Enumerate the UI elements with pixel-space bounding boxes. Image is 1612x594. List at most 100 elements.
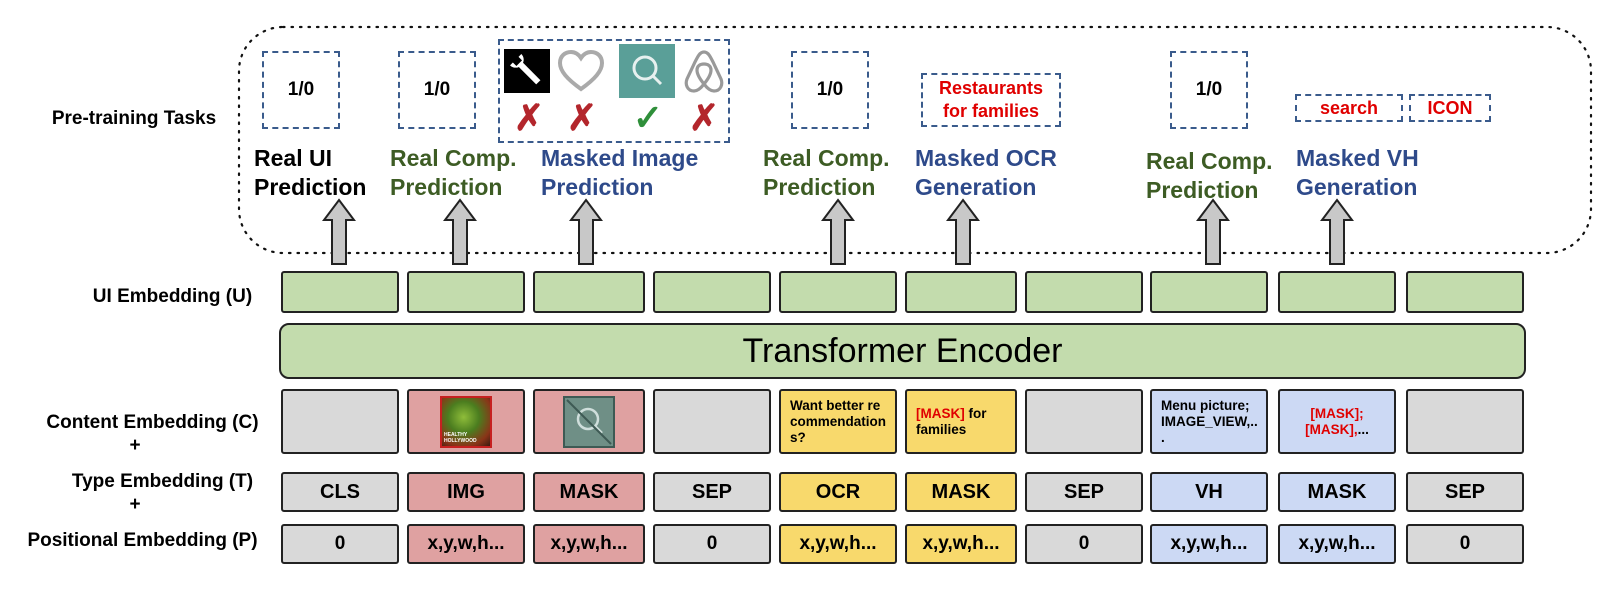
task-line: Masked VH	[1296, 145, 1419, 171]
task-line: Prediction	[390, 174, 503, 200]
type-token: MASK	[905, 472, 1017, 512]
search-icon	[619, 44, 675, 98]
mask-token: [MASK]	[916, 405, 965, 421]
vh-text-rest: ...	[1357, 421, 1369, 437]
encoder-label: Transformer Encoder	[742, 331, 1063, 370]
up-arrow-icon	[569, 198, 603, 265]
wrench-icon	[504, 49, 550, 93]
ui-embedding-token	[1278, 271, 1396, 313]
content-token-ocr: Want better recommendations?	[779, 389, 897, 454]
type-token: SEP	[1406, 472, 1524, 512]
content-token	[653, 389, 771, 454]
airbnb-icon	[682, 48, 726, 96]
masked-search-thumbnail	[563, 395, 615, 448]
mask-token: [MASK]; [MASK],	[1305, 405, 1364, 437]
real-comp-output-box: 1/0	[1170, 51, 1248, 129]
content-token-ocr-masked: [MASK] for families	[905, 389, 1017, 454]
output-value: 1/0	[816, 79, 844, 100]
ui-embedding-token	[653, 271, 771, 313]
task-line: Real Comp.	[763, 145, 890, 171]
content-token	[1025, 389, 1143, 454]
up-arrow-icon	[443, 198, 477, 265]
ocr-output-line: for families	[942, 101, 1040, 121]
up-arrow-icon	[946, 198, 980, 265]
content-token	[1406, 389, 1524, 454]
task-line: Generation	[1296, 174, 1418, 200]
position-token: 0	[1406, 524, 1524, 564]
output-value: 1/0	[423, 79, 451, 100]
task-line: Prediction	[1146, 177, 1259, 203]
task-real-comp-prediction: Real Comp. Prediction	[390, 144, 517, 202]
content-token	[281, 389, 399, 454]
ui-embedding-token	[533, 271, 645, 313]
content-token-vh: Menu picture; IMAGE_VIEW,.. .	[1150, 389, 1268, 454]
real-comp-output-box: 1/0	[791, 51, 869, 129]
content-token-vh-masked: [MASK]; [MASK],...	[1278, 389, 1396, 454]
task-line: Masked OCR	[915, 145, 1057, 171]
task-line: Prediction	[763, 174, 876, 200]
vh-text: [MASK]; [MASK],...	[1289, 406, 1385, 438]
ui-embedding-token	[1406, 271, 1524, 313]
position-token: x,y,w,h...	[407, 524, 525, 564]
wrong-mark-icon: ✗	[566, 97, 598, 138]
vh-text: Menu picture; IMAGE_VIEW,..	[1161, 397, 1258, 429]
ocr-text: [MASK] for families	[916, 406, 1006, 438]
ui-embedding-token	[779, 271, 897, 313]
position-token: x,y,w,h...	[1278, 524, 1396, 564]
task-masked-ocr-generation: Masked OCR Generation	[915, 144, 1057, 202]
positional-embedding-label: Positional Embedding (P)	[27, 530, 258, 551]
masked-vh-output-box: search	[1295, 94, 1403, 122]
ocr-text-rest: for families	[916, 405, 987, 437]
position-token: x,y,w,h...	[905, 524, 1017, 564]
task-line: Real UI	[254, 145, 332, 171]
heart-icon	[557, 49, 605, 95]
ui-embedding-token	[281, 271, 399, 313]
plus-sign: +	[129, 435, 141, 456]
task-masked-image-prediction: Masked Image Prediction	[541, 144, 698, 202]
task-line: Prediction	[541, 174, 654, 200]
task-line: Prediction	[254, 174, 367, 200]
ui-embedding-token	[407, 271, 525, 313]
ui-embedding-token	[1150, 271, 1268, 313]
type-token: SEP	[653, 472, 771, 512]
position-token: x,y,w,h...	[779, 524, 897, 564]
real-comp-output-box: 1/0	[398, 51, 476, 129]
vh-output-token: search	[1319, 97, 1379, 118]
real-ui-output-box: 1/0	[262, 51, 340, 129]
up-arrow-icon	[322, 198, 356, 265]
masked-ocr-output-box: Restaurants for families	[921, 73, 1061, 127]
up-arrow-icon	[821, 198, 855, 265]
output-value: 1/0	[1195, 79, 1223, 100]
task-masked-vh-generation: Masked VH Generation	[1296, 144, 1419, 202]
type-embedding-label: Type Embedding (T)	[71, 471, 254, 492]
masked-vh-output-box: ICON	[1409, 94, 1491, 122]
up-arrow-icon	[1196, 198, 1230, 265]
ocr-text: Want better recommendations?	[790, 397, 887, 445]
position-token: x,y,w,h...	[533, 524, 645, 564]
vh-output-token: ICON	[1427, 97, 1473, 118]
masked-image-candidates-box	[498, 39, 730, 143]
content-token-image	[533, 389, 645, 454]
wrong-mark-icon: ✗	[513, 97, 545, 138]
type-token: MASK	[533, 472, 645, 512]
task-real-comp-prediction: Real Comp. Prediction	[1146, 147, 1273, 205]
position-token: 0	[281, 524, 399, 564]
ocr-output-line: Restaurants	[938, 78, 1044, 98]
healthy-hollywood-thumbnail: HEALTHY HOLLYWOOD	[440, 395, 492, 448]
content-token-image: HEALTHY HOLLYWOOD	[407, 389, 525, 454]
wrong-mark-icon: ✗	[688, 97, 720, 138]
type-token: OCR	[779, 472, 897, 512]
pretraining-tasks-label: Pre-training Tasks	[51, 108, 217, 129]
ui-embedding-label: UI Embedding (U)	[92, 286, 253, 307]
thumbnail-caption: HEALTHY HOLLYWOOD	[444, 431, 477, 444]
correct-mark-icon: ✓	[632, 97, 664, 138]
output-value: 1/0	[287, 79, 315, 100]
task-real-ui-prediction: Real UI Prediction	[254, 144, 366, 202]
position-token: 0	[653, 524, 771, 564]
vh-text: .	[1161, 429, 1165, 445]
ui-embedding-token	[905, 271, 1017, 313]
type-token: VH	[1150, 472, 1268, 512]
task-line: Real Comp.	[1146, 148, 1273, 174]
type-token: CLS	[281, 472, 399, 512]
type-token: SEP	[1025, 472, 1143, 512]
